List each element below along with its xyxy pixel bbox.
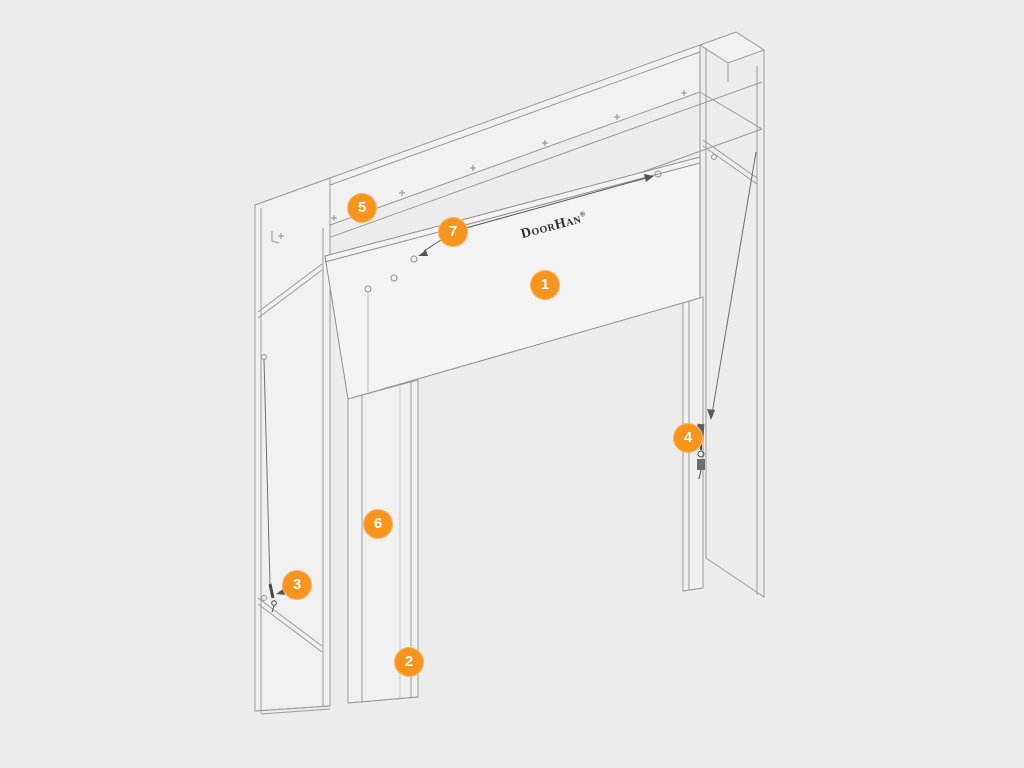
cable-anchor-hole [261,354,267,360]
callout-badge-7[interactable]: 7 [438,217,468,247]
panel-hole [410,255,418,263]
callout-badge-5[interactable]: 5 [347,193,377,223]
bracket-hole [261,595,267,601]
cable-fitting-left [268,583,277,613]
arrowhead [644,174,654,182]
registered-trademark-icon: ® [578,209,587,219]
arrowhead [707,409,715,420]
callout-badge-1[interactable]: 1 [530,270,560,300]
corner-bracket [271,231,280,244]
arrowhead [418,250,428,256]
callout-badge-2[interactable]: 2 [394,647,424,677]
panel-hole [390,274,398,282]
right-lift-cable [707,151,757,420]
callout-badge-4[interactable]: 4 [673,423,703,453]
mounting-marks [278,90,687,239]
left-door-column [347,379,419,704]
callout-badge-6[interactable]: 6 [363,509,393,539]
panel-hole [654,170,662,178]
leader-lines [276,174,654,595]
right-frame-post [698,31,766,598]
callout-badge-3[interactable]: 3 [282,570,312,600]
bracket-hole [711,154,717,160]
left-frame-post [254,177,331,715]
left-lift-cable [263,359,271,585]
